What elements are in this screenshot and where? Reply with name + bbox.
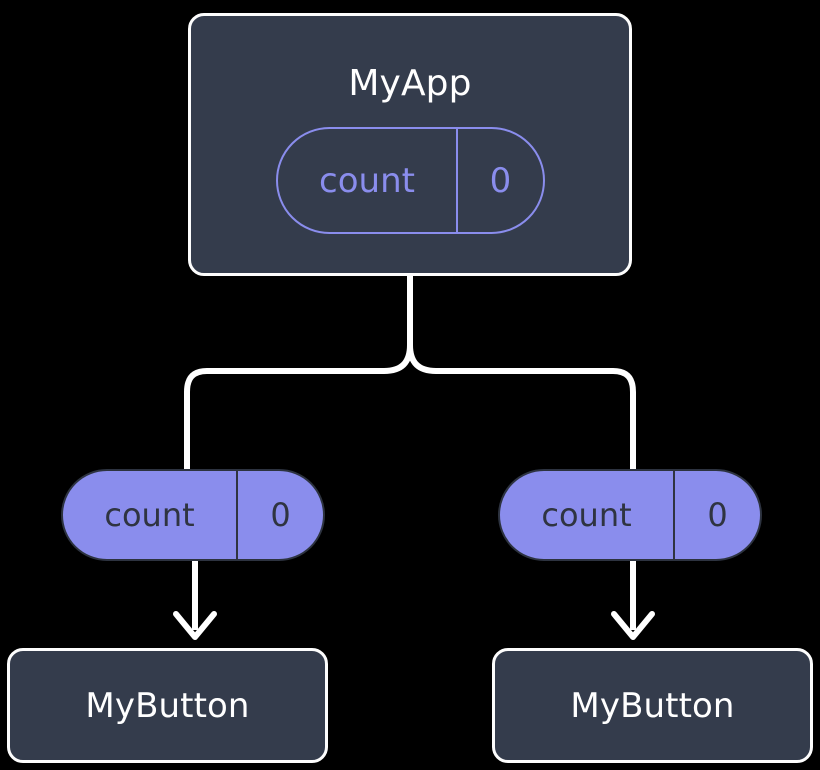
component-box-mybutton-left[interactable]: MyButton xyxy=(7,648,328,763)
component-title-mybutton: MyButton xyxy=(85,685,250,726)
state-pill-child-left[interactable]: count 0 xyxy=(61,469,325,561)
state-pill-child-right[interactable]: count 0 xyxy=(498,469,762,561)
component-box-mybutton-right[interactable]: MyButton xyxy=(492,648,813,763)
state-key-label: count xyxy=(319,160,415,201)
state-to-component-arrow-right-icon xyxy=(611,560,655,640)
state-key-label: count xyxy=(541,496,632,534)
component-title-myapp: MyApp xyxy=(348,63,472,104)
parent-to-children-fork-icon xyxy=(184,273,636,473)
state-value-label: 0 xyxy=(456,129,543,232)
state-value-label: 0 xyxy=(673,471,760,559)
state-pill-root[interactable]: count 0 xyxy=(276,127,545,234)
state-key-label: count xyxy=(104,496,195,534)
state-value-label: 0 xyxy=(236,471,323,559)
component-title-mybutton: MyButton xyxy=(570,685,735,726)
state-to-component-arrow-left-icon xyxy=(173,560,217,640)
